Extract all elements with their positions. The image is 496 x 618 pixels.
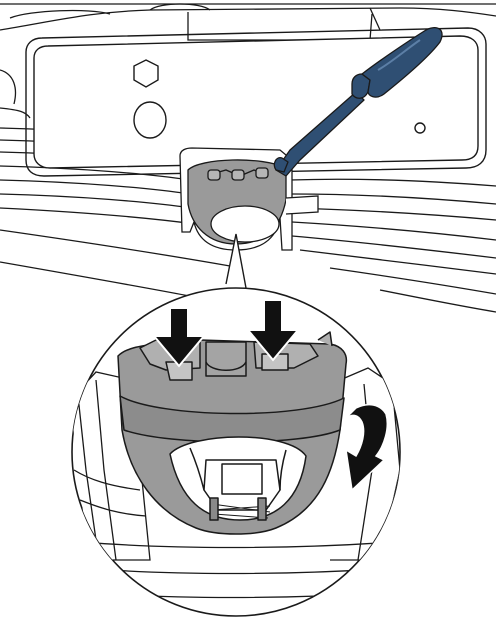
screwdriver [273,27,443,177]
press-arrow-left [151,307,207,368]
rotate-arrow [345,403,388,492]
magnified-detail-circle [71,287,401,617]
lamp-housing-small [179,147,319,251]
press-arrow-right [245,299,301,362]
lamp-housing [117,331,348,535]
callout-pointer [225,233,247,289]
license-plate-bracket [25,27,487,177]
